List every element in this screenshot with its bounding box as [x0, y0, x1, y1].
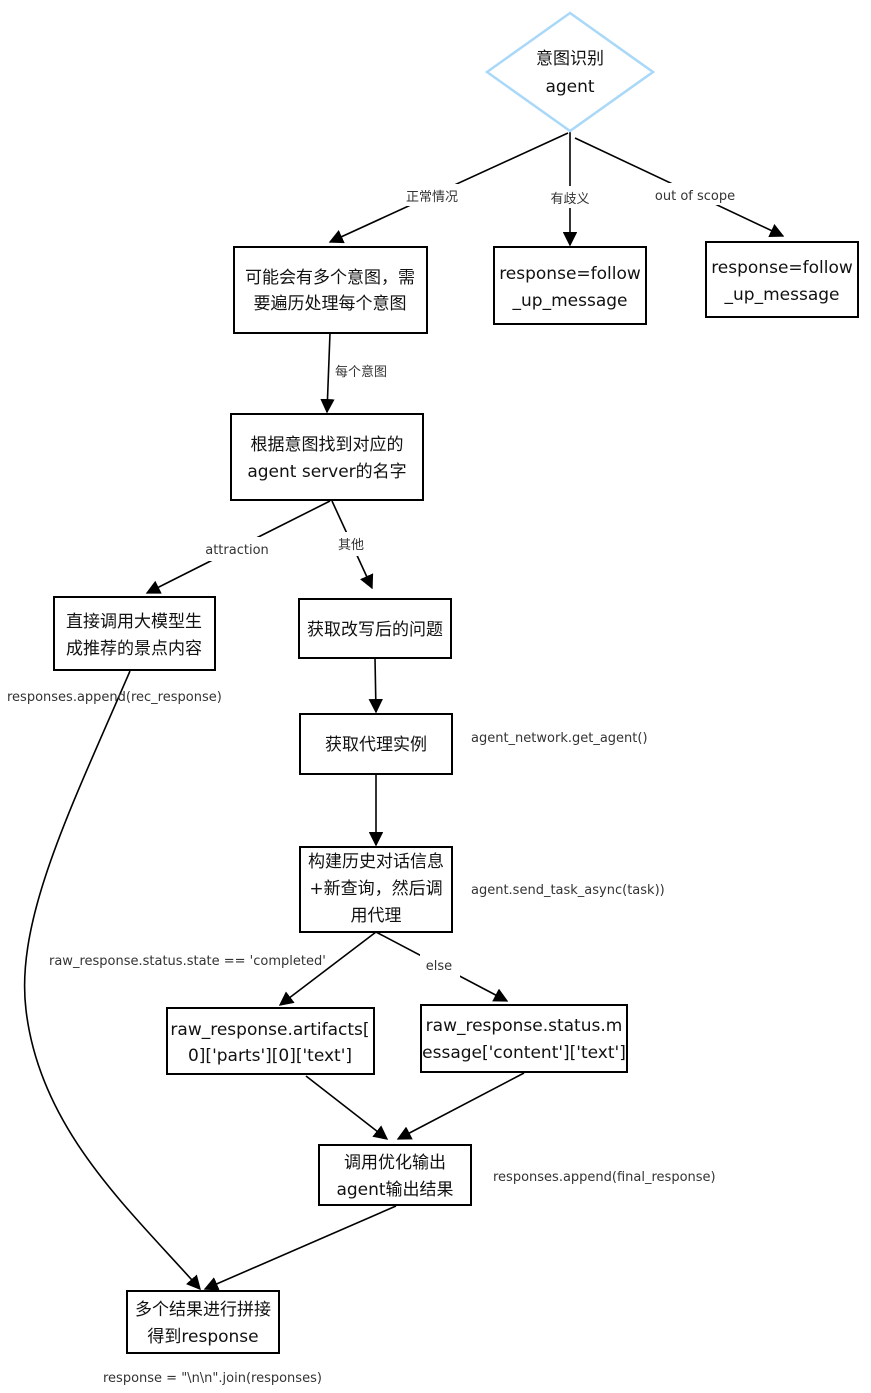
edge-optimize-to-join: [203, 1205, 397, 1291]
svg-text:意图识别: 意图识别: [536, 49, 604, 69]
label-each-intent: 每个意图: [335, 364, 387, 380]
svg-text:essage['content']['text']: essage['content']['text']: [422, 1043, 626, 1063]
edge-recommend-to-join: [23, 670, 201, 1291]
node-optimize: 调用优化输出 agent输出结果: [318, 1144, 472, 1206]
edge-labels: 正常情况 有歧义 out of scope 每个意图 attraction 其他…: [49, 183, 738, 978]
svg-text:调用优化输出: 调用优化输出: [344, 1153, 446, 1173]
svg-text:raw_response.status.m: raw_response.status.m: [426, 1016, 623, 1036]
svg-text:0]['parts'][0]['text']: 0]['parts'][0]['text']: [188, 1046, 352, 1066]
edge-rewrite-to-agent: [368, 657, 383, 714]
edge-each-intent: [320, 332, 335, 414]
svg-text:raw_response.artifacts[: raw_response.artifacts[: [170, 1020, 369, 1040]
svg-text:构建历史对话信息: 构建历史对话信息: [308, 852, 444, 872]
node-ambiguous-response: response=follow _up_message: [493, 246, 647, 325]
edge-status-to-optimize: [396, 1072, 525, 1140]
svg-text:获取改写后的问题: 获取改写后的问题: [307, 620, 443, 640]
svg-text:response=follow: response=follow: [499, 264, 641, 284]
edge-completed: [278, 931, 377, 1006]
svg-text:用代理: 用代理: [351, 906, 402, 926]
label-other: 其他: [338, 538, 364, 553]
node-out-of-scope-response: response=follow _up_message: [705, 241, 859, 318]
svg-text:直接调用大模型生: 直接调用大模型生: [66, 612, 202, 632]
node-status-message: raw_response.status.m essage['content'][…: [420, 1004, 628, 1073]
node-build-history: 构建历史对话信息 +新查询，然后调 用代理: [299, 846, 453, 933]
node-artifacts: raw_response.artifacts[ 0]['parts'][0]['…: [166, 1007, 375, 1075]
svg-text:+新查询，然后调: +新查询，然后调: [309, 879, 442, 899]
annotation-join-code: response = "\n\n".join(responses): [103, 1371, 322, 1386]
svg-text:根据意图找到对应的: 根据意图找到对应的: [251, 435, 404, 455]
node-get-agent: 获取代理实例: [299, 713, 453, 775]
label-completed: raw_response.status.state == 'completed': [49, 954, 326, 969]
svg-text:agent输出结果: agent输出结果: [336, 1180, 453, 1200]
svg-text:agent server的名字: agent server的名字: [247, 462, 406, 482]
svg-text:成推荐的景点内容: 成推荐的景点内容: [66, 639, 202, 659]
label-else: else: [426, 959, 452, 974]
node-multi-intent: 可能会有多个意图，需 要遍历处理每个意图: [233, 246, 428, 334]
label-out-of-scope: out of scope: [655, 189, 735, 204]
node-join: 多个结果进行拼接 得到response: [126, 1290, 280, 1354]
svg-text:多个结果进行拼接: 多个结果进行拼接: [135, 1300, 271, 1320]
edge-artifacts-to-optimize: [305, 1075, 389, 1140]
node-find-server: 根据意图找到对应的 agent server的名字: [230, 413, 424, 501]
label-attraction: attraction: [205, 543, 269, 558]
node-llm-recommend: 直接调用大模型生 成推荐的景点内容: [53, 596, 216, 671]
svg-text:agent: agent: [545, 77, 594, 97]
annotation-get-agent: agent_network.get_agent(): [471, 731, 648, 746]
svg-text:response=follow: response=follow: [711, 258, 853, 278]
svg-text:_up_message: _up_message: [512, 291, 628, 311]
svg-text:_up_message: _up_message: [724, 285, 840, 305]
annotation-rec-append: responses.append(rec_response): [7, 690, 222, 705]
svg-text:可能会有多个意图，需: 可能会有多个意图，需: [245, 268, 415, 288]
annotation-final-append: responses.append(final_response): [493, 1170, 716, 1185]
intent-recognition-decision: 意图识别 agent: [484, 11, 656, 133]
label-ambiguous: 有歧义: [550, 192, 589, 207]
svg-text:获取代理实例: 获取代理实例: [325, 735, 427, 755]
annotation-send-task: agent.send_task_async(task)): [471, 883, 665, 898]
svg-text:得到response: 得到response: [147, 1327, 258, 1347]
label-normal: 正常情况: [406, 190, 458, 205]
node-get-rewrite: 获取改写后的问题: [298, 598, 452, 659]
svg-text:要遍历处理每个意图: 要遍历处理每个意图: [254, 294, 407, 314]
